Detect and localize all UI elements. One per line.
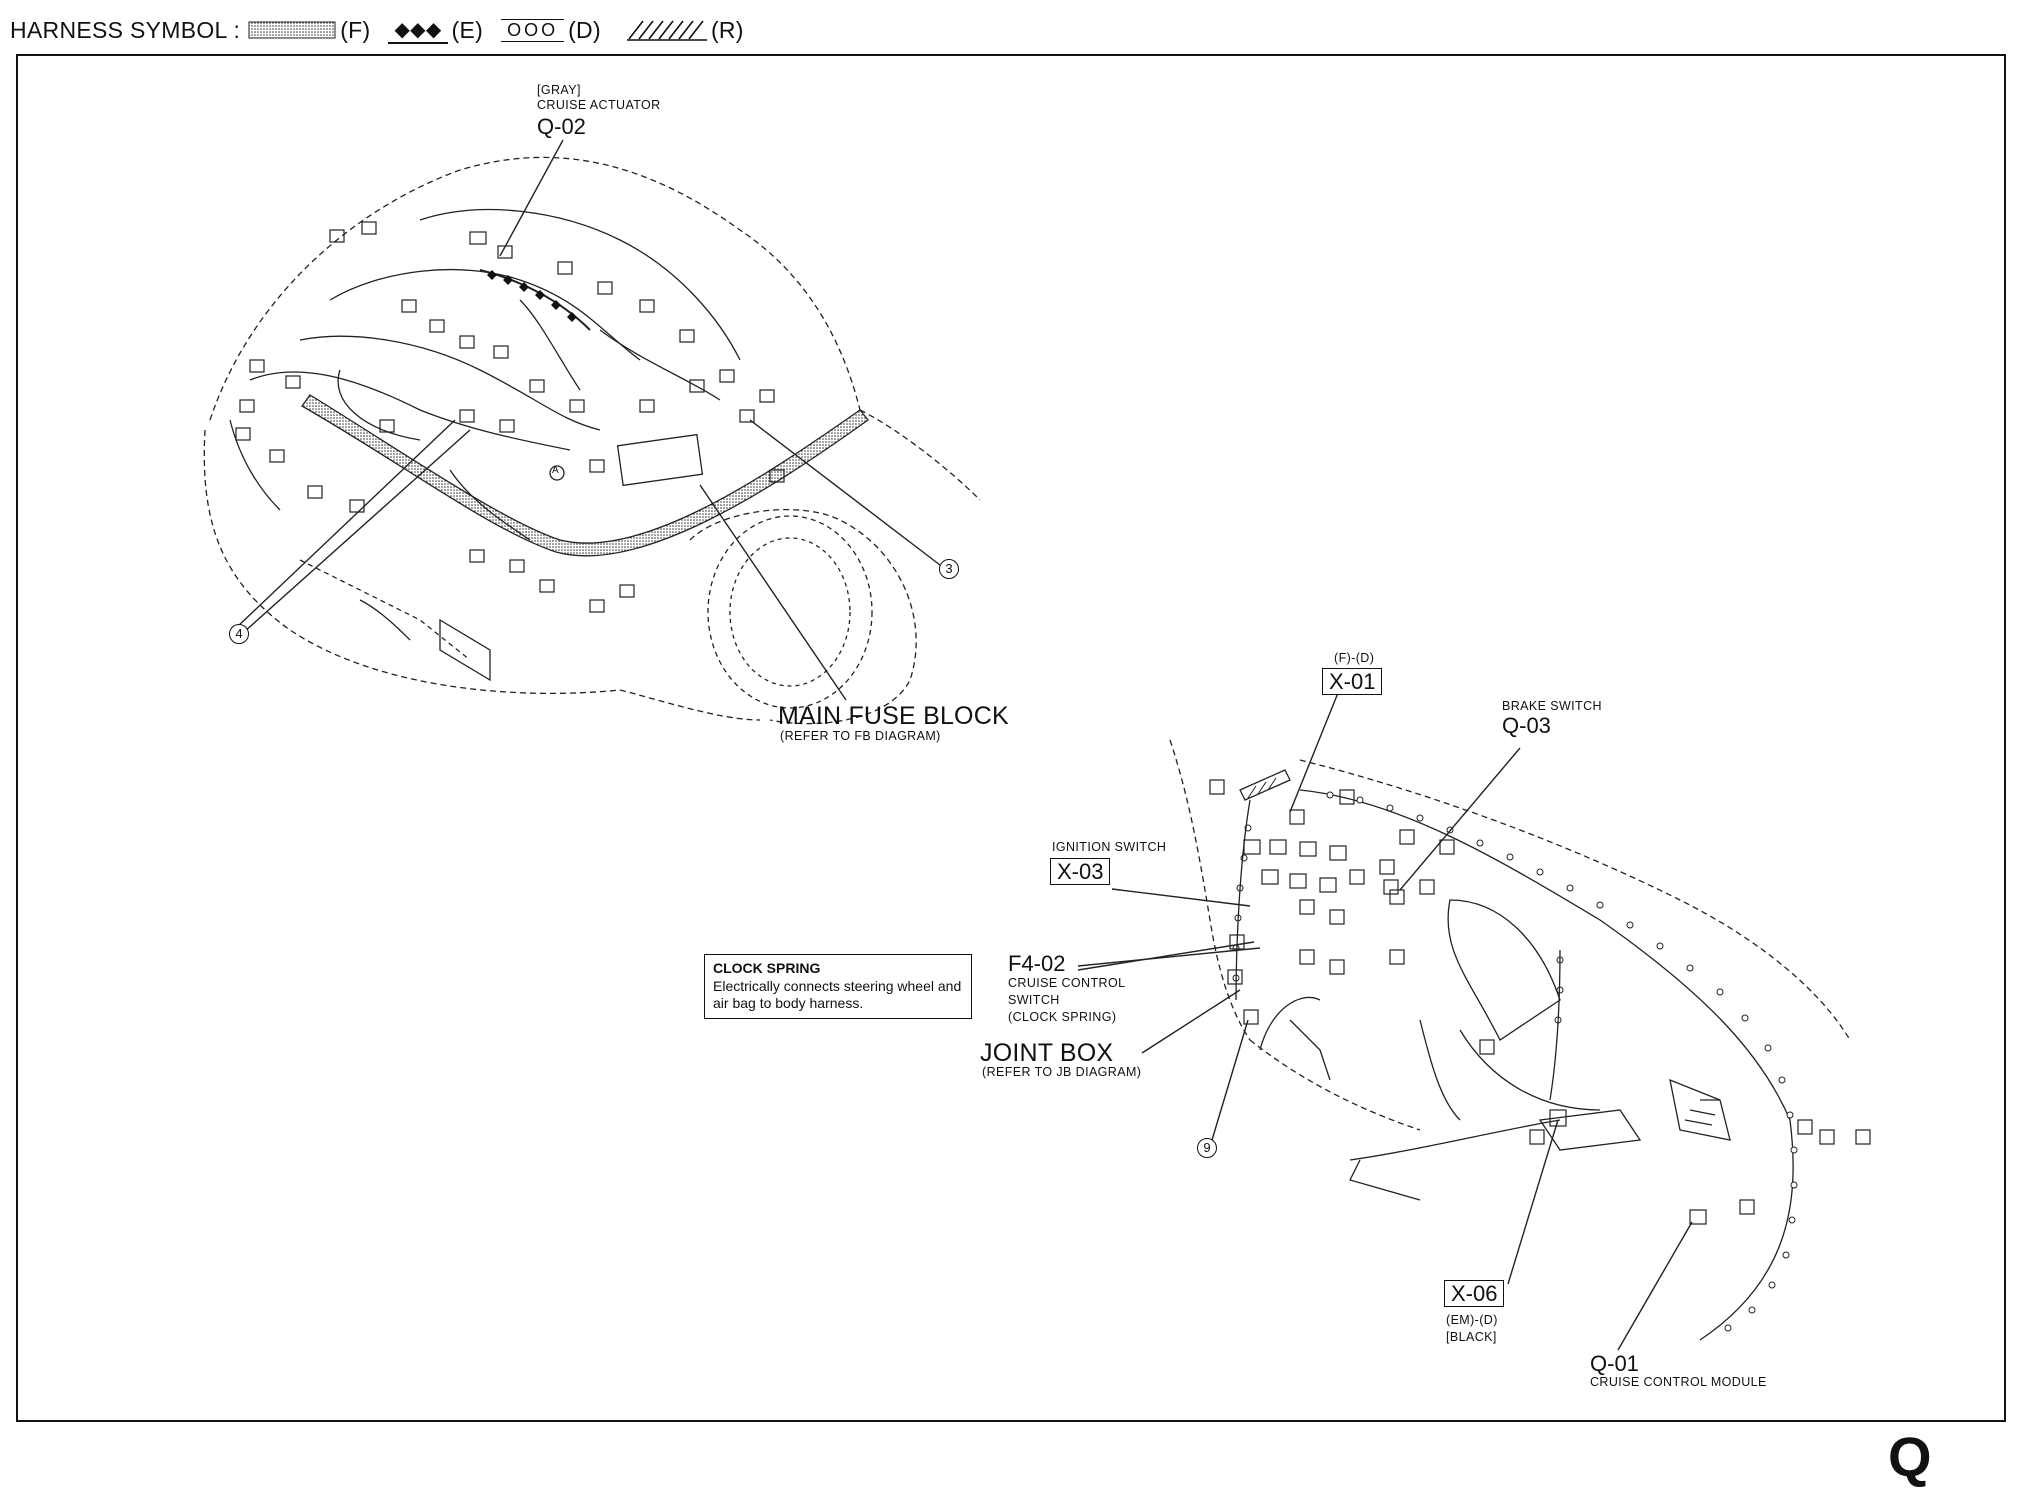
ground-point-9: 9 <box>1197 1138 1217 1158</box>
x01-code: X-01 <box>1322 668 1383 696</box>
x01-connector: X-01 <box>1322 668 1383 696</box>
x06-color: [BLACK] <box>1446 1330 1497 1344</box>
f402-line3: (CLOCK SPRING) <box>1008 1010 1117 1024</box>
f402-line1: CRUISE CONTROL <box>1008 976 1126 990</box>
clock-spring-note: CLOCK SPRING Electrically connects steer… <box>704 954 972 1019</box>
f402-line2: SWITCH <box>1008 993 1060 1007</box>
clock-spring-note-text: Electrically connects steering wheel and… <box>713 977 962 1012</box>
legend-code-e: (E) <box>451 16 484 43</box>
marker-a: A <box>552 465 559 476</box>
x03-code: X-03 <box>1050 858 1111 886</box>
clock-spring-note-title: CLOCK SPRING <box>713 960 821 976</box>
brake-switch-code: Q-03 <box>1502 713 1551 738</box>
ground-point-3: 3 <box>939 559 959 579</box>
page-section-letter: Q <box>1888 1425 1932 1488</box>
legend-code-f: (F) <box>340 16 371 43</box>
ground-point-4: 4 <box>229 624 249 644</box>
f402-code: F4-02 <box>1008 951 1066 976</box>
hatched-harness-symbol <box>626 20 707 41</box>
main-fuse-block-label: MAIN FUSE BLOCK <box>778 702 1009 730</box>
joint-box-note: (REFER TO JB DIAGRAM) <box>982 1065 1142 1079</box>
cruise-actuator-color: [GRAY] <box>537 83 581 97</box>
main-fuse-block-note: (REFER TO FB DIAGRAM) <box>780 729 941 743</box>
q01-label: CRUISE CONTROL MODULE <box>1590 1375 1767 1389</box>
x06-code: X-06 <box>1444 1280 1505 1308</box>
joint-box-label: JOINT BOX <box>980 1039 1114 1067</box>
circle-harness-symbol: OOO <box>501 18 565 42</box>
ignition-switch-label: IGNITION SWITCH <box>1052 840 1167 854</box>
cruise-actuator-label: CRUISE ACTUATOR <box>537 98 661 112</box>
brake-switch-label: BRAKE SWITCH <box>1502 699 1602 713</box>
legend-title: HARNESS SYMBOL : <box>10 16 241 43</box>
q01-code: Q-01 <box>1590 1351 1639 1376</box>
diagram-frame <box>16 54 2006 1422</box>
diamond-harness-symbol: ◆◆◆ <box>388 17 448 44</box>
engine-bay-illustration <box>203 139 981 725</box>
cruise-actuator-code: Q-02 <box>537 114 586 139</box>
x06-harness: (EM)-(D) <box>1446 1313 1498 1327</box>
harness-symbol-legend: HARNESS SYMBOL : (F) ◆◆◆ (E) OOO (D) (R) <box>10 10 762 50</box>
ignition-switch-connector: X-03 <box>1050 858 1111 886</box>
dotted-harness-symbol <box>248 21 336 39</box>
x01-harness: (F)-(D) <box>1334 651 1375 665</box>
legend-code-r: (R) <box>710 16 744 43</box>
x06-connector: X-06 <box>1444 1280 1505 1308</box>
legend-code-d: (D) <box>568 16 601 43</box>
dashboard-illustration <box>1077 677 1871 1351</box>
